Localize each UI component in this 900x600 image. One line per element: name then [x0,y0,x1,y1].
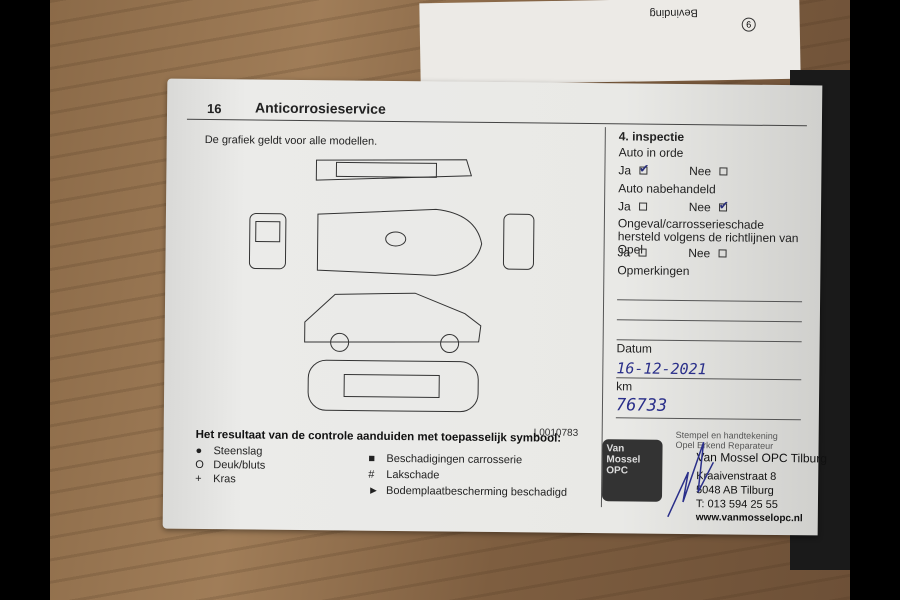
title-divider [186,118,807,127]
legend-item: ► Bodemplaatbescherming beschadigd [368,485,567,499]
car-top-view [316,208,483,276]
legend-label: Bodemplaatbescherming beschadigd [386,484,568,499]
km-label: km [616,379,633,394]
signature [667,441,715,518]
date-line [616,377,802,381]
yes-label: Ja [617,245,631,260]
top-paper-number: 6 [741,17,756,32]
no-label: Nee [688,246,711,261]
yes-checkbox[interactable] [639,166,648,175]
page-subtitle: De grafiek geldt voor alle modellen. [204,133,378,148]
booklet-page: 16 Anticorrosieservice De grafiek geldt … [162,78,827,536]
legend-heading: Het resultaat van de controle aanduiden … [195,428,562,445]
car-rear-view [502,213,535,270]
yes-label: Ja [617,199,631,214]
question-label: Auto in orde [618,145,684,160]
legend-item: + Kras [195,473,236,485]
legend-item: O Deuk/bluts [195,459,265,472]
no-label: Nee [688,200,711,215]
answer-row: Ja Nee [618,199,727,214]
inspection-title: 4. inspectie [618,129,685,144]
legend-item: ● Steenslag [195,445,262,458]
date-value[interactable]: 16-12-2021 [616,359,707,379]
page-title: Anticorrosieservice [254,99,386,117]
legend-symbol: O [195,458,204,471]
remarks-label: Opmerkingen [617,263,690,279]
legend-label: Steenslag [213,445,263,458]
answer-row: Ja Nee [618,163,728,179]
legend-item: ■ Beschadigingen carrosserie [368,453,522,467]
legend-symbol: ► [368,484,380,497]
date-label: Datum [616,341,652,356]
legend-symbol: + [195,472,202,485]
yes-checkbox[interactable] [638,202,647,211]
answer-row: Ja Nee [618,245,727,260]
top-paper-sheet: Bevinding 6 [419,0,801,86]
km-value[interactable]: 76733 [615,395,668,416]
no-checkbox[interactable] [718,203,727,212]
yes-label: Ja [618,163,632,178]
car-front-view [248,213,287,270]
yes-checkbox[interactable] [638,248,647,257]
legend-item: # Lakschade [368,469,439,482]
car-top-roof-view [315,159,473,181]
dealer-logo: Van Mossel OPC [601,439,663,502]
legend-symbol: ■ [368,452,376,465]
car-underside-view [307,359,479,413]
page-number: 16 [206,101,222,117]
no-checkbox[interactable] [718,249,727,258]
car-diagram [248,159,535,413]
legend-symbol: ● [195,444,203,457]
legend-label: Kras [213,473,236,486]
legend-symbol: # [368,468,375,481]
legend-label: Lakschade [386,468,440,482]
no-checkbox[interactable] [719,167,728,176]
legend-label: Beschadigingen carrosserie [386,452,523,467]
remarks-line[interactable] [616,319,802,323]
remarks-line[interactable] [617,299,803,303]
car-side-view [304,292,482,354]
top-paper-label: Bevinding [649,6,698,20]
legend-label: Deuk/bluts [213,459,266,472]
dealer-stamp: Van Mossel OPC Van Mossel OPC Tilburg Kr… [598,431,827,524]
question-label: Auto nabehandeld [618,181,716,197]
km-line [615,417,801,421]
no-label: Nee [689,164,712,179]
